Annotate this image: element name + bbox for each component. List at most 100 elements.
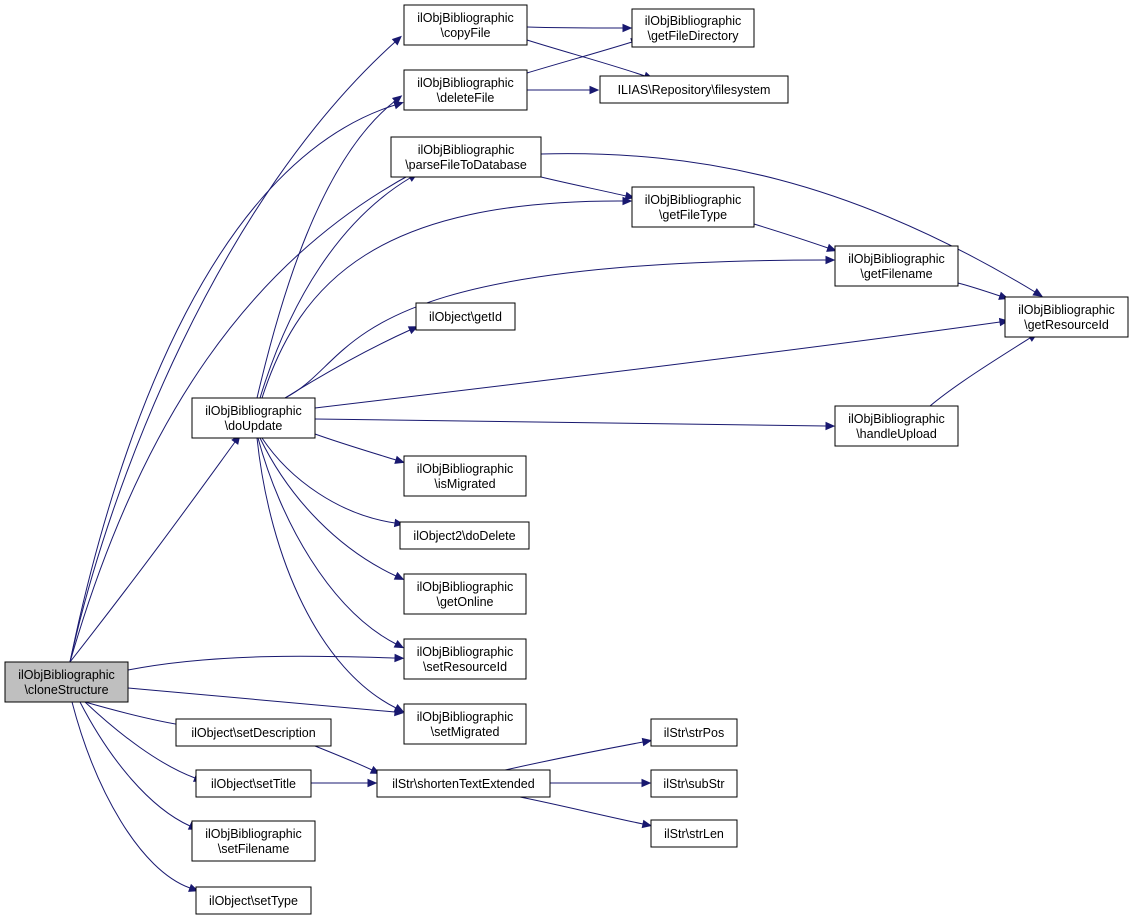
node-label-line: ilObjBibliographic — [417, 76, 514, 90]
edge-handleUpload-to-getResourceId — [929, 333, 1038, 407]
edge-clone-to-deleteFile — [69, 101, 404, 663]
node-getFileDirectory[interactable]: ilObjBibliographic\getFileDirectory — [631, 8, 755, 48]
edge-line — [314, 745, 373, 771]
arrowhead — [393, 639, 405, 649]
node-label-line: ilStr\shortenTextExtended — [392, 777, 534, 791]
node-label-line: \getFileDirectory — [648, 29, 740, 43]
node-setType[interactable]: ilObject\setType — [195, 886, 312, 915]
edge-doUpdate-to-getFileType — [261, 196, 633, 399]
node-setResourceId[interactable]: ilObjBibliographic\setResourceId — [403, 638, 527, 680]
edge-doUpdate-to-getFilename — [284, 255, 836, 399]
node-setDescription[interactable]: ilObject\setDescription — [175, 718, 332, 747]
node-isMigrated[interactable]: ilObjBibliographic\isMigrated — [403, 455, 527, 497]
edge-line — [526, 39, 646, 77]
edge-line — [929, 337, 1031, 407]
node-label-line: \setFilename — [218, 842, 290, 856]
edge-parseFile-to-getFileType — [540, 176, 636, 201]
edge-line — [69, 441, 236, 663]
arrowhead — [394, 653, 405, 663]
node-box — [631, 186, 755, 228]
edge-doUpdate-to-setResourceId — [257, 437, 405, 649]
node-label-line: ilStr\strLen — [664, 827, 724, 841]
arrowhead — [641, 819, 653, 829]
node-setTitle[interactable]: ilObject\setTitle — [195, 769, 312, 798]
node-label-line: ilObjBibliographic — [1018, 303, 1115, 317]
node-subStr[interactable]: ilStr\subStr — [650, 769, 738, 798]
edge-line — [69, 171, 416, 663]
node-label-line: ilObjBibliographic — [417, 462, 514, 476]
node-label-line: ilObjBibliographic — [417, 710, 514, 724]
node-label-line: ilStr\subStr — [663, 777, 724, 791]
edge-line — [314, 321, 1001, 409]
node-box — [834, 245, 959, 287]
arrowhead — [589, 85, 600, 95]
node-doDelete[interactable]: ilObject2\doDelete — [399, 521, 530, 550]
edge-line — [540, 153, 1036, 293]
edge-shorten-to-strPos — [504, 737, 653, 771]
node-label-line: ilObjBibliographic — [417, 645, 514, 659]
node-strPos[interactable]: ilStr\strPos — [650, 718, 738, 747]
edge-shorten-to-strLen — [519, 796, 653, 829]
edge-doUpdate-to-getOnline — [259, 437, 405, 580]
node-filesystem[interactable]: ILIAS\Repository\filesystem — [599, 75, 789, 104]
node-box — [390, 136, 542, 178]
edge-clone-to-setType — [71, 701, 199, 892]
node-label-line: \isMigrated — [434, 477, 495, 491]
node-deleteFile[interactable]: ilObjBibliographic\deleteFile — [403, 69, 528, 111]
node-strLen[interactable]: ilStr\strLen — [650, 819, 738, 848]
node-copyFile[interactable]: ilObjBibliographic\copyFile — [403, 4, 528, 46]
node-handleUpload[interactable]: ilObjBibliographic\handleUpload — [834, 405, 959, 447]
node-label-line: ilObject\getId — [429, 310, 502, 324]
node-label-line: ilObjBibliographic — [645, 193, 742, 207]
node-box — [631, 8, 755, 48]
node-clone[interactable]: ilObjBibliographic\cloneStructure — [4, 661, 129, 703]
node-doUpdate[interactable]: ilObjBibliographic\doUpdate — [191, 397, 316, 439]
arrowhead — [641, 737, 653, 747]
node-label-line: \getOnline — [437, 595, 494, 609]
edge-line — [69, 104, 396, 663]
node-label-line: \getFilename — [860, 267, 932, 281]
node-box — [399, 521, 530, 550]
node-getFileType[interactable]: ilObjBibliographic\getFileType — [631, 186, 755, 228]
node-box — [376, 769, 551, 798]
arrowhead — [367, 778, 378, 788]
edge-line — [259, 177, 411, 399]
arrowhead — [622, 23, 633, 33]
edge-getFileType-to-getFilename — [753, 223, 837, 252]
node-box — [4, 661, 129, 703]
node-label-line: ilStr\strPos — [664, 726, 724, 740]
arrowhead — [393, 571, 405, 580]
node-label-line: \copyFile — [440, 26, 490, 40]
node-getId[interactable]: ilObject\getId — [415, 302, 516, 331]
node-getResourceId[interactable]: ilObjBibliographic\getResourceId — [1004, 296, 1129, 338]
arrowhead — [407, 326, 419, 335]
edge-doUpdate-to-getResourceId — [314, 317, 1010, 409]
edge-doUpdate-to-isMigrated — [314, 433, 405, 464]
arrowhead — [394, 455, 405, 464]
edge-deleteFile-to-filesystem — [527, 85, 600, 95]
arrowhead — [391, 35, 402, 46]
node-setMigrated[interactable]: ilObjBibliographic\setMigrated — [403, 703, 527, 745]
node-getOnline[interactable]: ilObjBibliographic\getOnline — [403, 573, 527, 615]
arrowhead — [393, 703, 405, 713]
edge-line — [540, 176, 627, 197]
edge-doUpdate-to-deleteFile — [256, 95, 403, 399]
node-box — [415, 302, 516, 331]
node-label-line: \parseFileToDatabase — [405, 158, 527, 172]
edge-doUpdate-to-parseFile — [259, 173, 418, 399]
node-box — [403, 638, 527, 680]
edge-line — [526, 41, 633, 74]
node-getFilename[interactable]: ilObjBibliographic\getFilename — [834, 245, 959, 287]
node-label-line: ILIAS\Repository\filesystem — [618, 83, 771, 97]
edge-line — [257, 437, 397, 645]
node-box — [191, 397, 316, 439]
edge-setTitle-to-shorten — [310, 778, 378, 788]
edge-doUpdate-to-setMigrated — [256, 437, 405, 713]
node-label-line: ilObjBibliographic — [205, 827, 302, 841]
node-setFilename[interactable]: ilObjBibliographic\setFilename — [191, 820, 316, 862]
edge-line — [284, 329, 411, 399]
node-shorten[interactable]: ilStr\shortenTextExtended — [376, 769, 551, 798]
node-box — [1004, 296, 1129, 338]
node-parseFile[interactable]: ilObjBibliographic\parseFileToDatabase — [390, 136, 542, 178]
edge-line — [79, 701, 191, 827]
